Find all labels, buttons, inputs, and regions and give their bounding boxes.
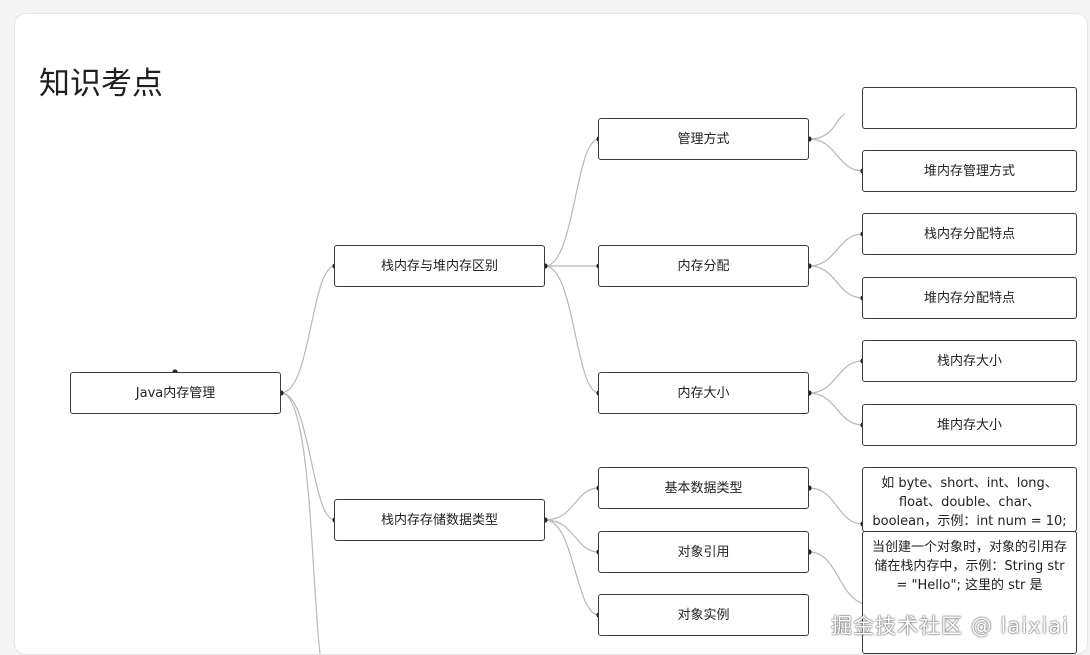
mindmap-node-l2[interactable]: 对象引用 <box>598 531 809 573</box>
edge-l1-0-to-l2-2 <box>544 265 600 394</box>
mindmap-node-l2[interactable]: 对象实例 <box>598 594 809 636</box>
edge-l1-1-to-l2-4 <box>544 519 600 553</box>
mindmap-node-l3[interactable]: 堆内存分配特点 <box>862 277 1077 319</box>
edge-l1-1-to-l2-3 <box>544 487 600 521</box>
page-title: 知识考点 <box>39 66 163 102</box>
edge-l2-0-to-l3-0 <box>808 113 846 140</box>
edge-root-to-l1-0 <box>280 265 336 394</box>
mindmap-node-l3[interactable] <box>862 87 1077 129</box>
edge-l2-3-to-l3-6 <box>808 487 864 525</box>
mindmap-node-l2[interactable]: 管理方式 <box>598 118 809 160</box>
edge-l2-1-to-l3-3 <box>808 265 864 299</box>
mindmap-node-l3[interactable]: 堆内存管理方式 <box>862 150 1077 192</box>
mindmap-node-l2[interactable]: 内存大小 <box>598 372 809 414</box>
watermark: 掘金技术社区 @ laixiai <box>831 614 1069 638</box>
mindmap-node-l1[interactable]: 栈内存与堆内存区别 <box>334 245 545 287</box>
mindmap-root-node[interactable]: Java内存管理 <box>70 372 281 414</box>
edge-l1-0-to-l2-0 <box>544 138 600 267</box>
mindmap-node-l2[interactable]: 基本数据类型 <box>598 467 809 509</box>
mindmap-node-l1[interactable]: 栈内存存储数据类型 <box>334 499 545 541</box>
edge-l2-2-to-l3-5 <box>808 392 864 426</box>
edge-l1-1-to-l2-5 <box>544 519 600 616</box>
mindmap-node-l3[interactable]: 栈内存分配特点 <box>862 213 1077 255</box>
knowledge-card: 知识考点 <box>14 13 1088 655</box>
mindmap-node-l2[interactable]: 内存分配 <box>598 245 809 287</box>
edge-root-to-offscreen <box>280 392 321 654</box>
edge-l2-4-to-l3-7 <box>808 551 864 605</box>
edge-l2-0-to-l3-1 <box>808 138 864 172</box>
edge-l2-1-to-l3-2 <box>808 233 864 267</box>
edge-l2-2-to-l3-4 <box>808 360 864 394</box>
mindmap-node-l3-detail[interactable]: 当创建一个对象时，对象的引用存储在栈内存中，示例：String str = "H… <box>862 531 1077 654</box>
mindmap-node-l3-detail[interactable]: 如 byte、short、int、long、float、double、char、… <box>862 467 1077 532</box>
edge-root-to-l1-1 <box>280 392 336 521</box>
mindmap-node-l3[interactable]: 堆内存大小 <box>862 404 1077 446</box>
mindmap-node-l3[interactable]: 栈内存大小 <box>862 340 1077 382</box>
